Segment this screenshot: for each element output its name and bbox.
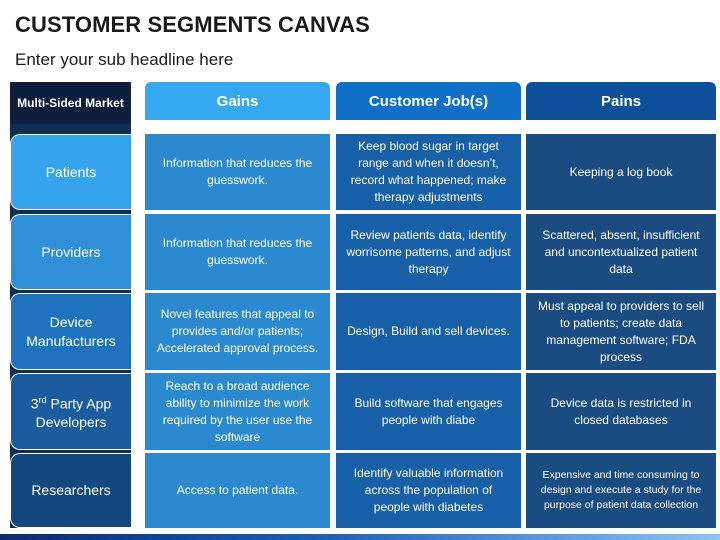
- jobs-third-party-app-developers: Build software that engages people with …: [336, 373, 521, 450]
- row-label-ordinal-suffix: rd: [38, 394, 47, 405]
- pains-providers: Scattered, absent, insufficient and unco…: [526, 214, 716, 290]
- gains-device-manufacturers: Novel features that appeal to provides a…: [145, 293, 330, 370]
- pains-device-manufacturers: Must appeal to providers to sell to pati…: [526, 293, 716, 370]
- row-label-third-party-app-developers: 3rd Party App Developers: [10, 373, 131, 450]
- row-label-patients: Patients: [10, 134, 131, 210]
- gains-researchers: Access to patient data.: [145, 453, 330, 528]
- row-label-device-manufacturers: Device Manufacturers: [10, 293, 131, 370]
- header-customer-jobs: Customer Job(s): [336, 82, 521, 120]
- gains-providers: Information that reduces the guesswork.: [145, 214, 330, 290]
- row-label-researchers: Researchers: [10, 453, 131, 528]
- pains-researchers: Expensive and time consuming to design a…: [526, 453, 716, 528]
- jobs-researchers: Identify valuable information across the…: [336, 453, 521, 528]
- page-title: CUSTOMER SEGMENTS CANVAS: [15, 12, 370, 37]
- jobs-providers: Review patients data, identify worrisome…: [336, 214, 521, 290]
- row-label-text: Party App Developers: [35, 395, 112, 431]
- page-subtitle: Enter your sub headline here: [15, 50, 234, 69]
- row-label-providers: Providers: [10, 214, 131, 290]
- jobs-patients: Keep blood sugar in target range and whe…: [336, 134, 521, 210]
- gains-third-party-app-developers: Reach to a broad audience ability to min…: [145, 373, 330, 450]
- pains-third-party-app-developers: Device data is restricted in closed data…: [526, 373, 716, 450]
- footer-gradient-bar: [0, 534, 720, 540]
- pains-patients: Keeping a log book: [526, 134, 716, 210]
- header-pains: Pains: [526, 82, 716, 120]
- header-gains: Gains: [145, 82, 330, 120]
- customer-segments-table: Multi-Sided Market Gains Customer Job(s)…: [10, 82, 716, 528]
- row-label-ordinal: 3: [30, 395, 39, 412]
- corner-header: Multi-Sided Market: [10, 82, 131, 124]
- jobs-device-manufacturers: Design, Build and sell devices.: [336, 293, 521, 370]
- gains-patients: Information that reduces the guesswork.: [145, 134, 330, 210]
